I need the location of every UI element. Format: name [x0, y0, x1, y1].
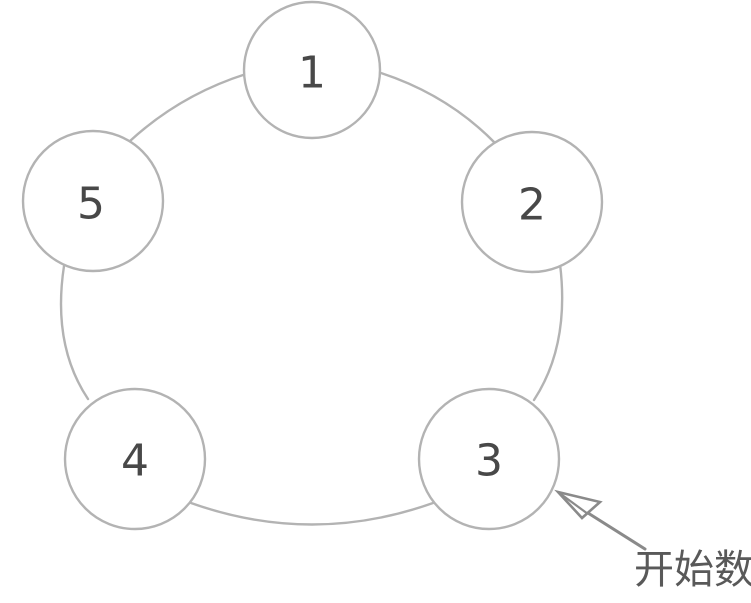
node-group-1[interactable]: 1: [242, 0, 382, 140]
node-circle-1[interactable]: [242, 0, 382, 140]
arc-2-to-3: [532, 262, 564, 402]
node-label-4: 4: [121, 436, 149, 487]
node-group-2[interactable]: 2: [460, 130, 604, 274]
arrow-head-inner-line: [557, 491, 589, 515]
arc-5-to-1: [128, 72, 248, 143]
node-label-1: 1: [298, 48, 326, 99]
arrow-shaft: [586, 511, 647, 551]
annotation-arrow: [554, 489, 647, 551]
ring-arc-group: [59, 71, 564, 526]
node-group-4[interactable]: 4: [63, 387, 207, 531]
node-circle-2[interactable]: [460, 130, 604, 274]
node-circle-4[interactable]: [63, 387, 207, 531]
annotation-label-start-number: 开始数: [634, 547, 751, 593]
node-group-3[interactable]: 3: [417, 387, 561, 531]
node-circle-3[interactable]: [417, 387, 561, 531]
arc-3-to-4: [189, 501, 435, 526]
node-label-2: 2: [518, 180, 546, 231]
node-group-5[interactable]: 5: [21, 129, 165, 273]
node-label-3: 3: [475, 436, 503, 487]
arc-4-to-5: [59, 264, 90, 401]
node-label-5: 5: [77, 179, 105, 230]
node-circle-5[interactable]: [21, 129, 165, 273]
arc-1-to-2: [379, 71, 497, 145]
